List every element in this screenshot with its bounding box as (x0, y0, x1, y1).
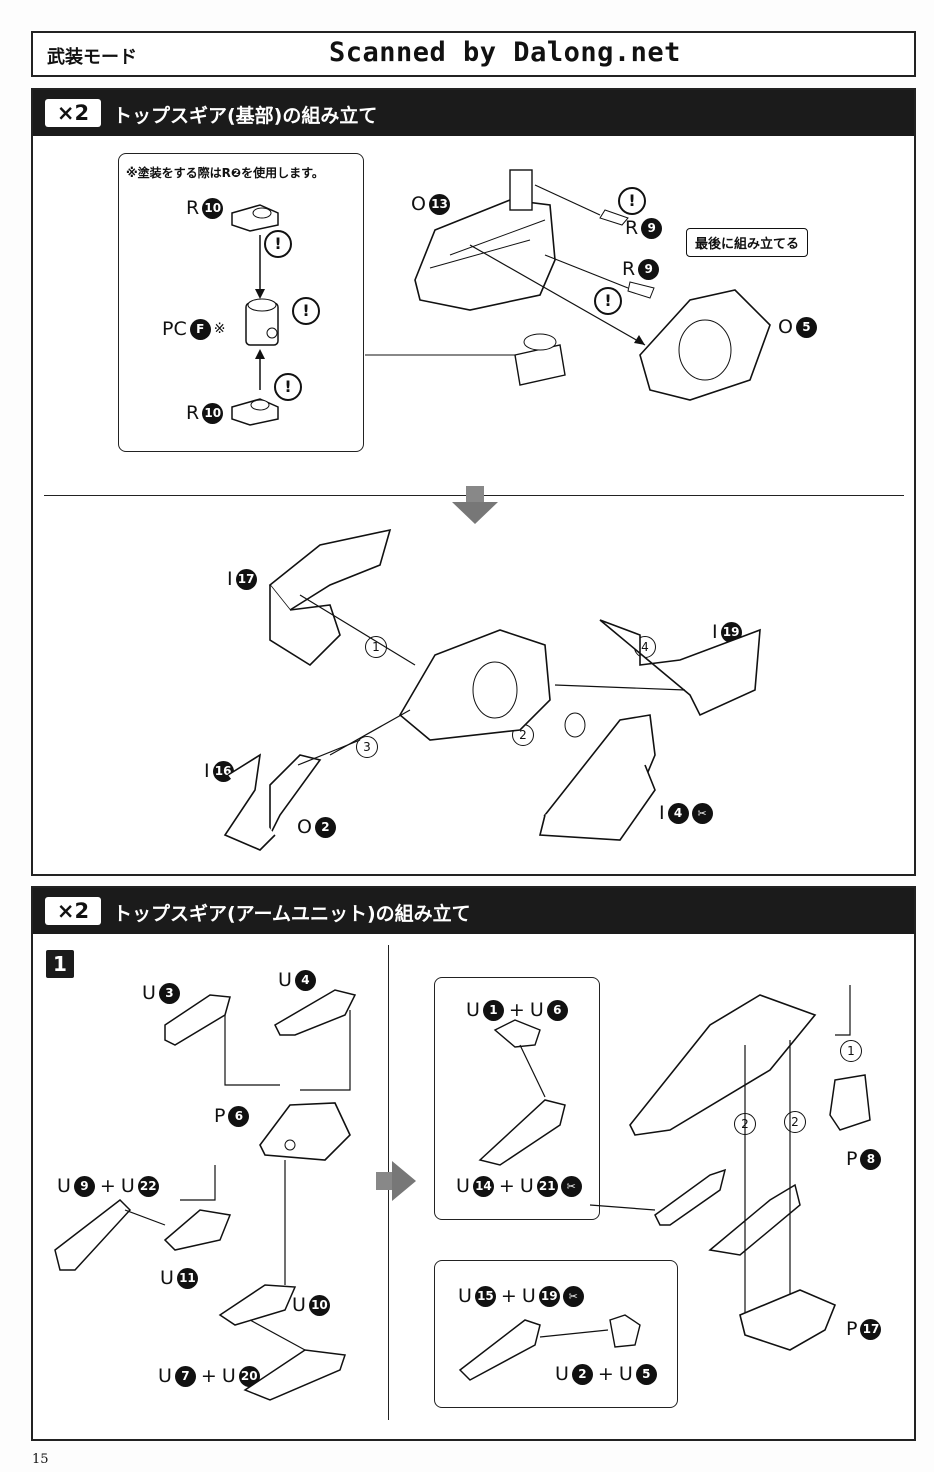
arm-unit-right-drawing (458, 985, 871, 1381)
page-header: 武装モード Scanned by Dalong.net (31, 31, 916, 77)
mode-label: 武装モード (47, 47, 137, 68)
caution-icon: ! (274, 373, 302, 401)
caution-icon: ! (264, 230, 292, 258)
section-title: トップスギア(基部)の組み立て (113, 105, 378, 127)
arm-unit-left-drawing (54, 989, 357, 1401)
right-arrow-icon (376, 1161, 416, 1201)
pc-part-drawings (231, 204, 279, 426)
caution-icon: ! (292, 297, 320, 325)
step-marker-3: 3 (356, 736, 378, 758)
caution-icon: ! (594, 287, 622, 315)
section-header-bar: ×2 トップスギア(アームユニット)の組み立て (33, 888, 914, 934)
paint-note-box (118, 153, 364, 452)
base-frame-drawing (365, 169, 771, 401)
step-marker-1: 1 (840, 1040, 862, 1062)
page-number: 15 (32, 1452, 49, 1467)
quantity-badge: ×2 (45, 99, 101, 127)
step-number-badge: 1 (46, 950, 74, 978)
section-header-bar: ×2 トップスギア(基部)の組み立て (33, 90, 914, 136)
scan-credit: Scanned by Dalong.net (329, 37, 681, 68)
quantity-badge: ×2 (45, 897, 101, 925)
down-arrow-icon (452, 486, 498, 524)
section-title: トップスギア(アームユニット)の組み立て (113, 903, 471, 925)
caution-icon: ! (618, 187, 646, 215)
assemble-last-callout: 最後に組み立てる (686, 228, 809, 257)
assembled-base-drawing (223, 528, 761, 851)
paint-note: ※塗装をする際はR❷を使用します。 (126, 166, 324, 180)
